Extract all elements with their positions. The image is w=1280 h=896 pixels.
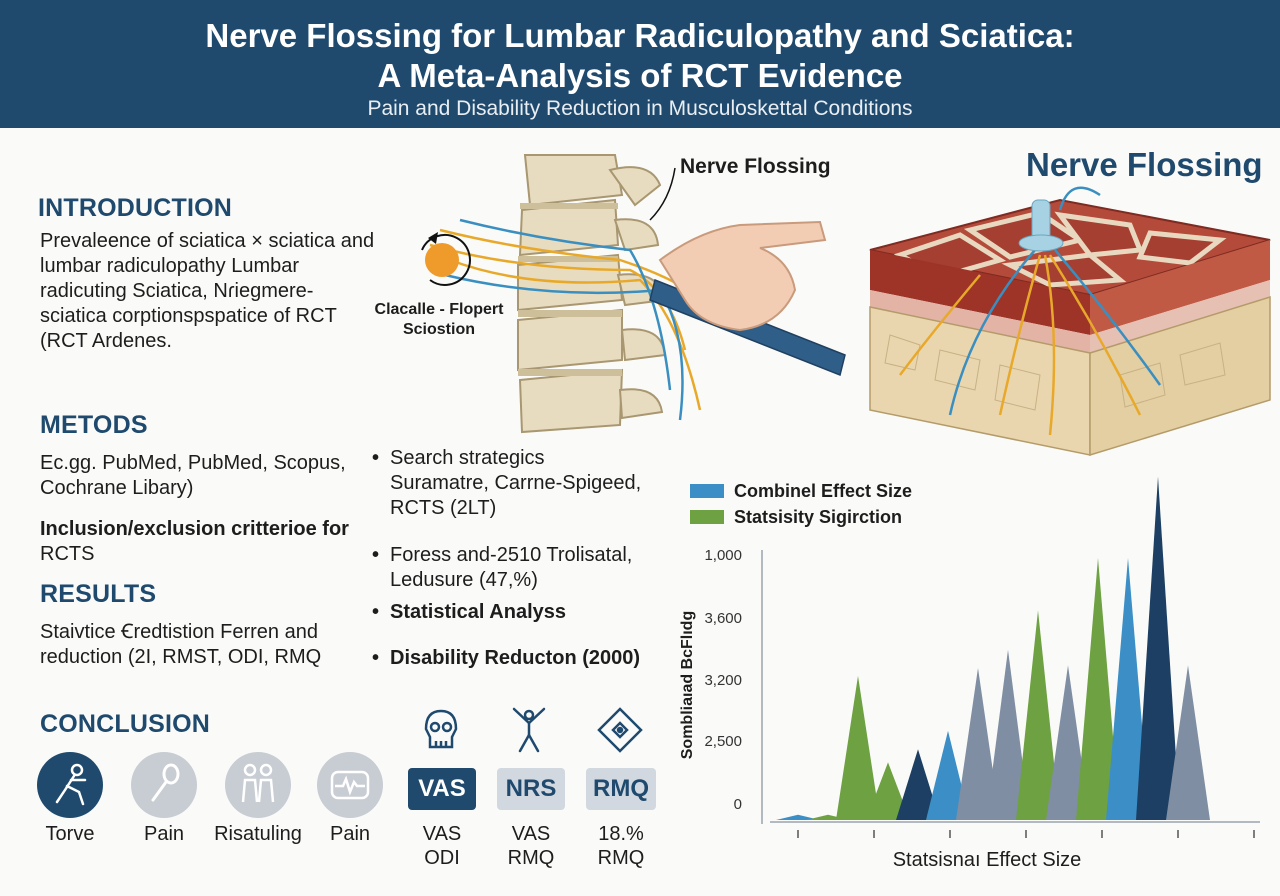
legend-swatch (690, 510, 724, 524)
effect-peak (866, 762, 910, 820)
two-people-icon (225, 752, 291, 818)
x-axis: Statsisnaı Effect Size (770, 821, 1260, 871)
y-tick-label: 3,600 (704, 610, 742, 627)
legend-swatch (690, 484, 724, 498)
badge-caption: 18.% RMQ (581, 822, 661, 870)
bullet-line: RCTS (2LT) (390, 497, 497, 519)
y-tick-label: 1,000 (704, 547, 742, 564)
results-bullet: Statistical Analyss (372, 600, 566, 625)
effect-peak (1166, 665, 1210, 820)
intro-line: (RCT Ardenes. (40, 330, 172, 352)
methods-line: Cochrane Libary) (40, 477, 194, 499)
inclusion-line: RCTS (40, 543, 95, 565)
legend-label: Combinel Effect Size (734, 481, 912, 501)
illustration-label-right: Nerve Flossing (1026, 146, 1263, 183)
effect-peak (1016, 610, 1060, 820)
conclusion-icon-label: Risatuling (214, 823, 302, 845)
effect-peak (1106, 558, 1150, 820)
badge-caption-line: ODI (424, 847, 460, 869)
intro-line: Prevaleence of sciatica × sciatica and (40, 230, 375, 252)
results-line: Staivtice Ꞓredtistion Ferren and (40, 621, 318, 643)
badge-caption: VAS ODI (402, 822, 482, 870)
conclusion-icon-label: Torve (45, 823, 95, 845)
pain-wave-icon (317, 752, 383, 818)
y-axis: 1,000 3,600 3,200 2,500 0 Sombliaıad BcFlıdg (679, 547, 763, 824)
legend-label: Statsisity Sigirction (734, 507, 902, 527)
spine-flossing-illustration (421, 154, 846, 434)
bullet-line: Foress and-2510 Trolisatal, (390, 544, 633, 566)
badge-caption-line: RMQ (507, 847, 555, 869)
badge-nrs: NRS (497, 768, 565, 810)
illustration-label-top: Nerve Flossing (680, 155, 831, 178)
y-axis-label: Sombliaıad BcFlıdg (679, 611, 696, 759)
badge-caption-line: VAS (511, 823, 551, 845)
badge-caption: VAS RMQ (491, 822, 571, 870)
runner-icon (37, 752, 103, 818)
y-tick-label: 0 (734, 796, 742, 813)
conclusion-icon-label: Pain (329, 823, 371, 845)
effect-peak (1076, 558, 1120, 820)
y-tick-label: 3,200 (704, 672, 742, 689)
bullet-line: Suramatre, Carrne-Spigeed, (390, 472, 642, 494)
effect-peak (896, 749, 940, 820)
hammer-icon (131, 752, 197, 818)
conclusion-icon-label: Pain (143, 823, 185, 845)
diamond-pattern-icon (597, 707, 643, 753)
methods-bullet: Search strategics (372, 446, 545, 471)
effect-peak (836, 675, 880, 820)
tissue-cross-section-illustration (869, 186, 1271, 457)
conclusion-heading: CONCLUSION (40, 710, 211, 738)
title-line-2: A Meta-Analysis of RCT Evidence (377, 57, 903, 94)
x-axis-label: Statsisnaı Effect Size (893, 849, 1082, 871)
effect-peak (1046, 665, 1090, 820)
effect-peak (986, 649, 1030, 820)
effect-peak (1136, 476, 1180, 820)
badge-caption-line: RMQ (597, 847, 645, 869)
badge-caption-line: VAS (422, 823, 462, 845)
title-banner: Nerve Flossing for Lumbar Radiculopathy … (0, 0, 1280, 128)
methods-bullet: Foress and-2510 Trolisatal, (372, 543, 632, 568)
results-bullet: Disability Reducton (2000) (372, 646, 640, 671)
intro-line: radicuting Sciatica, Nɾiegmere- (40, 280, 314, 302)
illustration-label-left-line: Clacalle - Flopert (374, 301, 504, 318)
results-line: reduction (2I, RMST, ODI, RMQ (40, 646, 322, 668)
illustration-label-left: Clacalle - Flopert Sciostion (374, 300, 504, 340)
results-heading: RESULTS (40, 580, 157, 608)
title-line-1: Nerve Flossing for Lumbar Radiculopathy … (205, 17, 1075, 54)
skull-icon (424, 709, 458, 749)
stretch-figure-icon (512, 707, 546, 753)
methods-line: Ec.gg. PubMed, PubMed, Scopus, (40, 452, 346, 474)
inclusion-line: Inclusion/exclusion critterioe for (40, 518, 349, 540)
badge-vas: VAS (408, 768, 476, 810)
intro-line: lumbar radiculopathy Lumbar (40, 255, 300, 277)
effect-peak (776, 814, 820, 820)
badge-caption-line: 18.% (598, 823, 644, 845)
intro-line: sciatica corptionspspatice of RCT (40, 305, 337, 327)
illustration-label-left-line: Sciostion (402, 321, 475, 338)
y-tick-label: 2,500 (704, 733, 742, 750)
chart-plot-area (776, 476, 1210, 820)
effect-peak (926, 730, 970, 820)
subtitle: Pain and Disability Reduction in Musculo… (367, 97, 913, 120)
methods-heading: METODS (40, 411, 148, 439)
introduction-heading: INTRODUCTION (38, 194, 233, 222)
bullet-line: Search strategics (390, 447, 545, 469)
effect-peak (956, 668, 1000, 820)
bullet-line: Ledusure (47,%) (390, 569, 538, 591)
badge-rmq: RMQ (586, 768, 656, 810)
